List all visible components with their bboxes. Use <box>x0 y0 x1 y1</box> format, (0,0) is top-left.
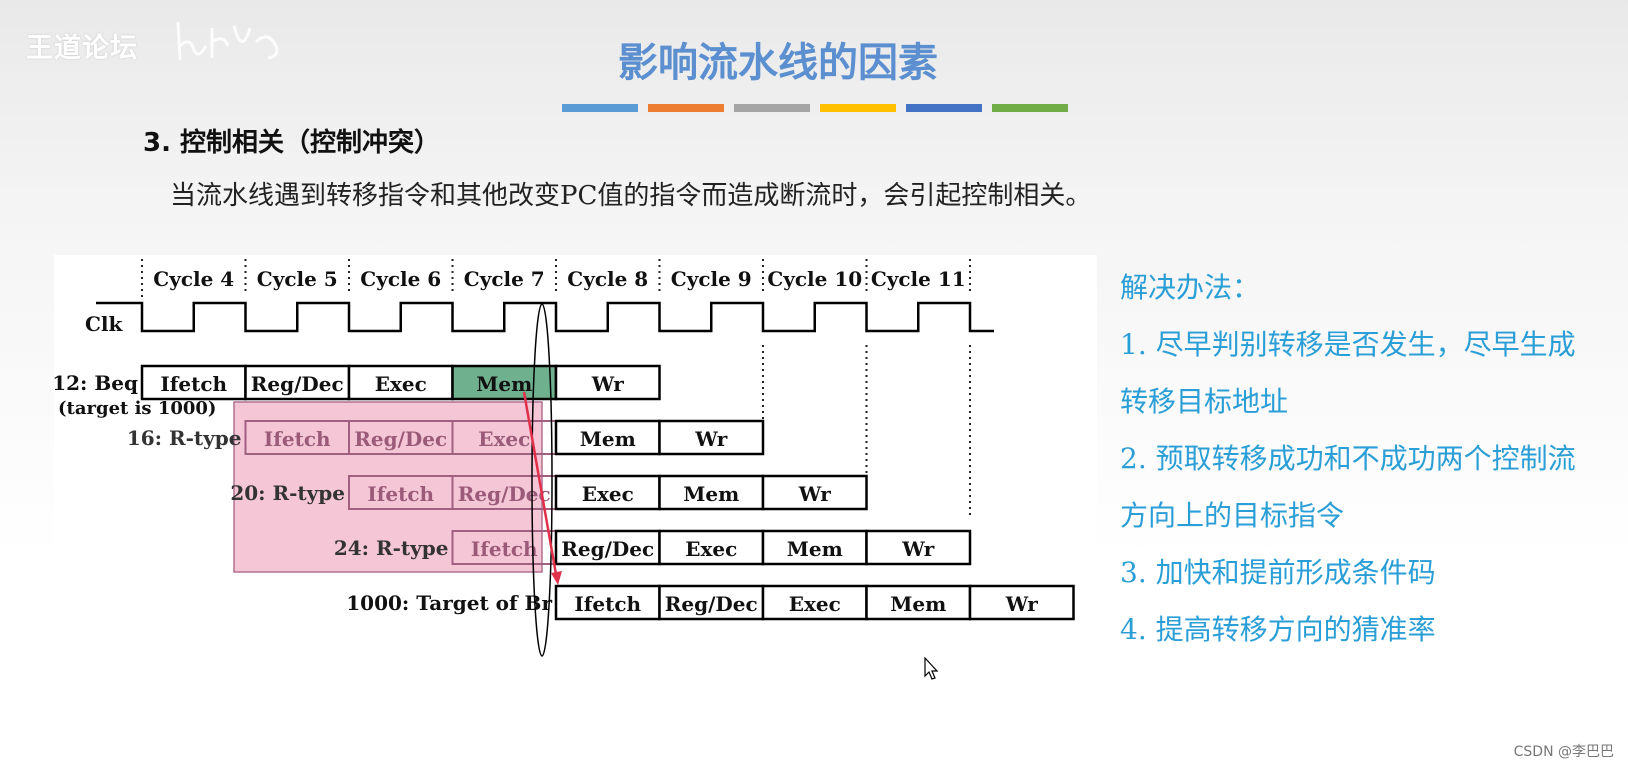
stage-label: Ifetch <box>367 482 434 506</box>
clock-waveform <box>96 301 994 333</box>
stage-box <box>658 419 765 456</box>
instruction-sublabel: (target is 1000) <box>58 398 216 419</box>
solution-line: 2. 预取转移成功和不成功两个控制流 <box>1120 442 1576 475</box>
stage-label: Exec <box>685 537 737 561</box>
stage-box <box>554 584 661 621</box>
stage-box <box>968 584 1075 621</box>
stage-box <box>761 584 868 621</box>
branch-arrow <box>522 391 559 581</box>
stage-label: Mem <box>476 372 532 396</box>
cycle-label: Cycle 7 <box>464 267 545 291</box>
stage-box <box>347 364 454 401</box>
solution-line: 方向上的目标指令 <box>1120 499 1345 532</box>
accent-bar <box>992 104 1068 112</box>
stage-label: Ifetch <box>160 372 227 396</box>
cycle-label: Cycle 10 <box>767 267 862 291</box>
stage-label: Mem <box>580 427 636 451</box>
stage-box <box>451 364 558 401</box>
stage-label: Ifetch <box>574 592 641 616</box>
cycle-label: Cycle 6 <box>360 267 441 291</box>
stage-label: Reg/Dec <box>561 537 654 561</box>
cycle-label: Cycle 11 <box>871 267 966 291</box>
instruction-label: 16: R-type <box>127 426 242 450</box>
logo-scribble-icon <box>176 21 279 61</box>
intro-text: 当流水线遇到转移指令和其他改变PC值的指令而造成断流时，会引起控制相关。 <box>170 181 1092 211</box>
solution-line: 3. 加快和提前形成条件码 <box>1120 556 1436 589</box>
instruction-label: 12: Beq <box>54 371 138 395</box>
mouse-cursor-icon <box>924 657 939 680</box>
stage-box <box>865 529 972 566</box>
accent-bar <box>648 104 724 112</box>
stage-label: Ifetch <box>471 537 538 561</box>
stage-label: Wr <box>591 372 625 396</box>
stage-label: Reg/Dec <box>354 427 447 451</box>
stage-label: Wr <box>901 537 935 561</box>
cycle-label: Cycle 8 <box>567 267 648 291</box>
branch-boundary-ellipse <box>531 303 553 657</box>
cycle-label: Cycle 9 <box>671 267 752 291</box>
cycle-label: Cycle 4 <box>153 267 234 291</box>
stage-label: Wr <box>694 427 728 451</box>
stage-label: Exec <box>375 372 427 396</box>
flush-region <box>233 401 543 573</box>
clock-label: Clk <box>85 312 124 336</box>
stage-label: Reg/Dec <box>251 372 344 396</box>
stage-label: Exec <box>582 482 634 506</box>
stage-box <box>244 364 351 401</box>
accent-bar <box>820 104 896 112</box>
stage-box <box>554 419 661 456</box>
stage-box <box>658 584 765 621</box>
instruction-label: 24: R-type <box>334 536 449 560</box>
accent-bar <box>906 104 982 112</box>
stage-label: Mem <box>683 482 739 506</box>
wangdao-logo: 王道论坛 <box>26 33 138 64</box>
slide-title: 影响流水线的因素 <box>618 39 938 86</box>
stage-label: Reg/Dec <box>665 592 758 616</box>
solution-line: 1. 尽早判别转移是否发生，尽早生成 <box>1120 328 1576 361</box>
cycle-label: Cycle 5 <box>257 267 338 291</box>
instruction-label: 20: R-type <box>230 481 345 505</box>
stage-box <box>658 474 765 511</box>
section-heading: 3. 控制相关（控制冲突） <box>143 128 441 158</box>
stage-box <box>761 474 868 511</box>
stage-label: Reg/Dec <box>458 482 551 506</box>
stage-label: Exec <box>789 592 841 616</box>
stage-box <box>865 584 972 621</box>
accent-bar <box>734 104 810 112</box>
accent-bar <box>562 104 638 112</box>
stage-box <box>554 474 661 511</box>
csdn-watermark: CSDN @李巴巴 <box>1513 744 1614 760</box>
stage-box <box>554 364 661 401</box>
solutions-title: 解决办法： <box>1120 271 1261 304</box>
solution-line: 转移目标地址 <box>1120 385 1289 418</box>
instruction-label: 1000: Target of Br <box>346 591 552 615</box>
stage-label: Wr <box>1005 592 1039 616</box>
stage-label: Mem <box>787 537 843 561</box>
stage-box <box>658 529 765 566</box>
stage-label: Ifetch <box>264 427 331 451</box>
pipeline-diagram: Cycle 4 Cycle 5 Cycle 6 Cycle 7 Cycle 8 Cycle… <box>54 259 1075 657</box>
stage-label: Mem <box>890 592 946 616</box>
pipeline-diagram-panel: Cycle 4 Cycle 5 Cycle 6 Cycle 7 Cycle 8 Cycle… <box>54 255 1097 657</box>
stage-label: Exec <box>478 427 530 451</box>
solution-line: 4. 提高转移方向的猜准率 <box>1120 613 1436 646</box>
stage-label: Wr <box>798 482 832 506</box>
stage-box <box>554 529 661 566</box>
branch-arrowhead <box>551 571 562 585</box>
